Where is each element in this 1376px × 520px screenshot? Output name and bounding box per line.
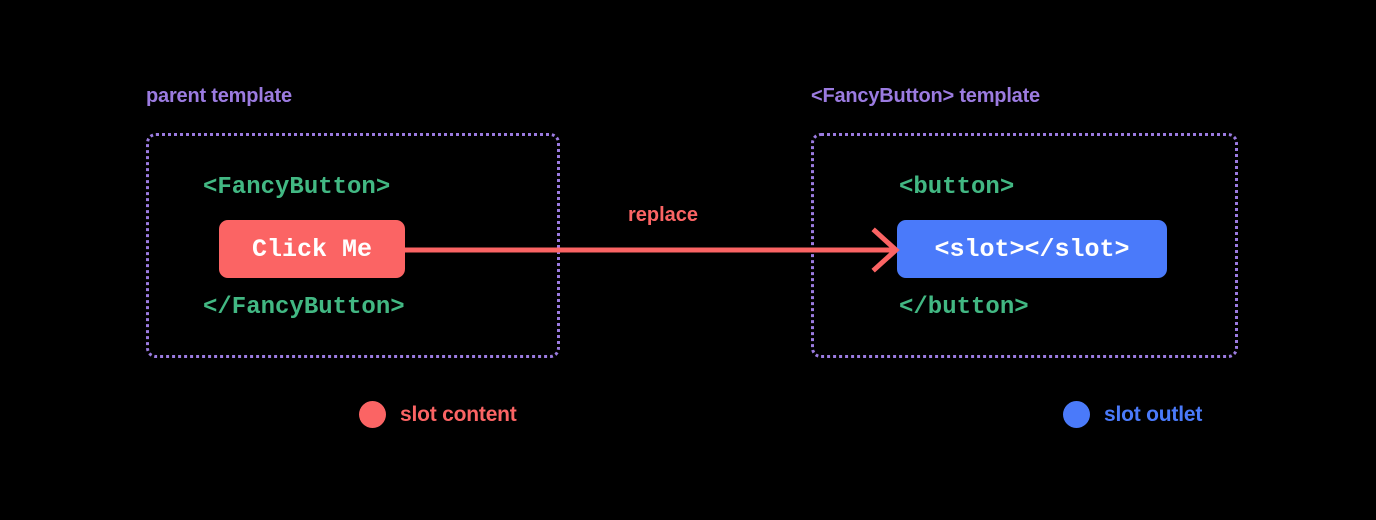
replace-arrow-icon xyxy=(405,227,900,273)
code-line-fancybutton-open: <FancyButton> xyxy=(203,174,391,201)
legend-item-slot-content: slot content xyxy=(359,401,517,428)
fancybutton-template-box xyxy=(811,133,1238,358)
code-line-button-close: </button> xyxy=(899,294,1029,321)
legend-item-slot-outlet: slot outlet xyxy=(1063,401,1202,428)
legend-label-slot-content: slot content xyxy=(400,402,517,426)
code-line-button-open: <button> xyxy=(899,174,1015,201)
legend-dot-icon-slot-content xyxy=(359,401,386,428)
slot-outlet-chip: <slot></slot> xyxy=(897,220,1167,278)
replace-label: replace xyxy=(628,204,699,226)
legend-dot-icon-slot-outlet xyxy=(1063,401,1090,428)
parent-template-label: parent template xyxy=(146,85,292,107)
slot-content-chip: Click Me xyxy=(219,220,405,278)
code-line-fancybutton-close: </FancyButton> xyxy=(203,294,405,321)
parent-template-box xyxy=(146,133,560,358)
legend-label-slot-outlet: slot outlet xyxy=(1104,402,1203,426)
fancybutton-template-label: <FancyButton> template xyxy=(811,85,1040,107)
